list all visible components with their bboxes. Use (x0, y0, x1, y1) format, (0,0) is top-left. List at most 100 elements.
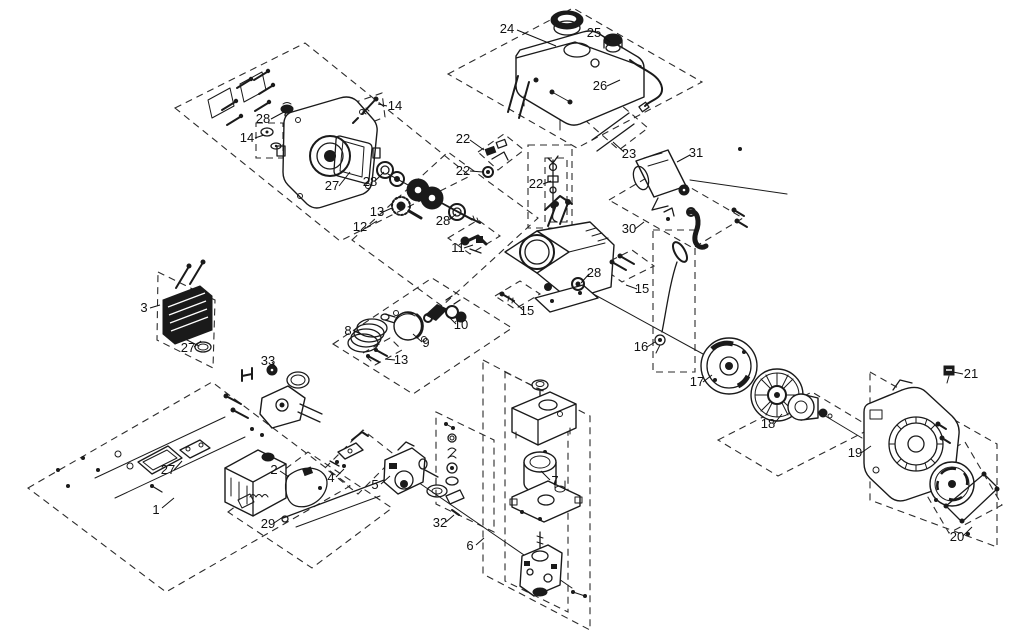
callout-23: 23 (622, 146, 636, 161)
callout-15-right: 15 (635, 281, 649, 296)
callout-33: 33 (261, 353, 275, 368)
engine-block (504, 195, 615, 313)
callout-22-seal: 22 (456, 163, 470, 178)
callout-2: 2 (270, 462, 277, 477)
box-parts-32 (435, 411, 495, 533)
pushrods-23 (591, 112, 635, 152)
callout-10: 10 (454, 317, 468, 332)
piston-9 (393, 310, 427, 342)
box-valvetrain-crankcase (173, 42, 472, 242)
muffler-hardware (56, 450, 163, 493)
wrist-pin (380, 313, 396, 324)
bearing-28-right (448, 203, 466, 221)
choke-cluster-4 (329, 431, 369, 468)
callout-11: 11 (451, 240, 465, 255)
callout-14-plug: 14 (388, 98, 402, 113)
callout-13-gear: 13 (370, 204, 384, 219)
cover-gasket-27 (333, 135, 373, 184)
box-muffler-1 (27, 381, 351, 593)
lower-carburetor (519, 531, 563, 597)
callout-3: 3 (140, 300, 147, 315)
bearing-28-left (376, 161, 394, 179)
fuel-tank-studs (507, 75, 573, 119)
box-fan-18 (716, 391, 874, 477)
callout-15-left: 15 (520, 303, 534, 318)
callout-22-governor: 22 (529, 176, 543, 191)
box-screws-13 (362, 337, 403, 366)
callout-20: 20 (950, 529, 964, 544)
air-filter-wingnut (531, 379, 549, 399)
callout-28-valve: 28 (256, 111, 270, 126)
callout-22-rocker: 22 (456, 131, 470, 146)
box-pushrods-23 (584, 98, 649, 151)
callout-25: 25 (587, 25, 601, 40)
box-airfilter-inner (504, 371, 569, 613)
callout-14-retainers: 14 (240, 130, 254, 145)
intake-cluster-33 (223, 364, 323, 437)
valve-springs-and-studs (207, 68, 276, 126)
callout-21: 21 (964, 366, 978, 381)
callout-27-muffler-gasket: 27 (161, 462, 175, 477)
leader-lines (149, 29, 973, 546)
piston-rings-8 (347, 318, 388, 353)
box-lever-30 (607, 169, 745, 249)
bolts-15-right (609, 253, 635, 271)
box-plug-14 (352, 92, 386, 129)
crankshaft (389, 171, 481, 224)
bottom-screw-pair (571, 590, 587, 598)
callout-28-bearing-right: 28 (436, 213, 450, 228)
callout-28-bearing-left: 28 (363, 174, 377, 189)
clutch-drum (787, 393, 833, 421)
bolt-15-left (499, 291, 515, 304)
box-starter-rope-16 (652, 229, 696, 373)
cylinder-head-3 (162, 259, 213, 347)
callout-17: 17 (690, 374, 704, 389)
box-rocker-22 (477, 133, 525, 171)
timing-gear-13 (391, 196, 423, 220)
box-fuel-tank (446, 7, 704, 149)
callout-12: 12 (353, 219, 367, 234)
muffler-body-1 (224, 449, 287, 517)
heat-shield (137, 445, 183, 475)
plug-bolt-14 (352, 96, 379, 124)
callout-7: 7 (551, 473, 558, 488)
box-bolts-15-right (598, 249, 656, 283)
muffler-gasket-27 (179, 439, 211, 459)
oil-seal-28 (571, 277, 585, 291)
callout-1: 1 (152, 502, 159, 517)
seal-22 (482, 166, 494, 178)
box-governor-22-outer (527, 144, 573, 229)
callout-30: 30 (622, 221, 636, 236)
callout-9: 9 (422, 335, 429, 350)
callout-32: 32 (433, 515, 447, 530)
box-rocker-11 (447, 219, 501, 255)
starter-grille-20 (929, 461, 1000, 536)
air-filter-cover (511, 391, 577, 454)
callout-13-screws: 13 (394, 352, 408, 367)
starter-motor-31 (632, 147, 788, 211)
callout-28-seal: 28 (587, 265, 601, 280)
fuel-line-26 (629, 59, 664, 113)
box-retainers-14 (255, 122, 284, 159)
callout-labels: 24 25 26 28 14 14 27 28 22 22 22 23 13 1… (140, 21, 978, 553)
callout-24: 24 (500, 21, 514, 36)
head-gasket-27 (194, 341, 212, 353)
fuel-tank (515, 10, 645, 131)
clip-21 (943, 365, 955, 384)
box-piston-group (331, 277, 514, 395)
callout-31: 31 (689, 145, 703, 160)
flywheel-17 (700, 337, 758, 395)
callout-19: 19 (848, 445, 862, 460)
callout-5: 5 (371, 477, 378, 492)
starter-handle-16 (654, 241, 688, 354)
box-bolt-15-left (493, 280, 542, 310)
rod-screws-13 (366, 348, 388, 363)
handle-2 (285, 466, 328, 508)
callout-8: 8 (344, 323, 351, 338)
callout-4: 4 (327, 470, 334, 485)
callout-6: 6 (466, 538, 473, 553)
callout-26: 26 (593, 78, 607, 93)
air-filter-base (509, 480, 583, 523)
callout-16: 16 (634, 339, 648, 354)
